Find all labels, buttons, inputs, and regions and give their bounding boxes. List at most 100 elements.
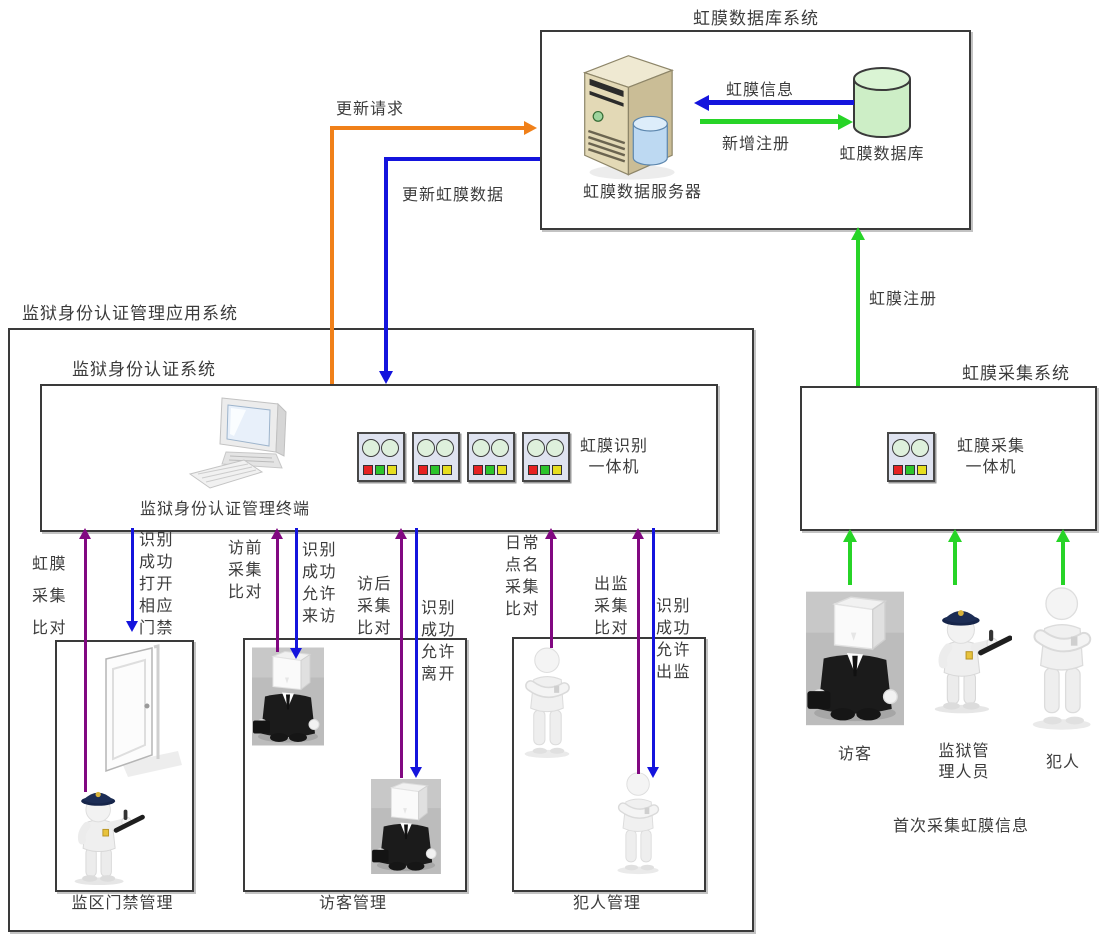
lens-icon bbox=[381, 439, 399, 457]
pre-visit-collect-arrowhead bbox=[271, 528, 283, 539]
lens-icon bbox=[472, 439, 490, 457]
staff-figure-icon bbox=[916, 584, 1012, 734]
iris-device-icon bbox=[467, 432, 515, 482]
iris-device-icon bbox=[357, 432, 405, 482]
update-request-arrowhead bbox=[524, 121, 537, 135]
allow-leave-label: 识别 成功 允许 离开 bbox=[421, 598, 457, 683]
allow-exit-arrowhead bbox=[647, 767, 659, 778]
allow-visit-arrowhead bbox=[290, 648, 302, 659]
lens-icon bbox=[362, 439, 380, 457]
lens-icon bbox=[892, 439, 910, 457]
open-door-label: 识别 成功 打开 相应 门禁 bbox=[139, 530, 175, 637]
prisoner-management-label: 犯人管理 bbox=[572, 893, 641, 912]
visitor-collect-arrow-line bbox=[848, 540, 852, 585]
iris-database-label: 虹膜数据库 bbox=[839, 144, 925, 163]
iris-data-server-label: 虹膜数据服务器 bbox=[582, 182, 702, 201]
collection-system-box bbox=[800, 386, 1097, 531]
update-iris-data-arrowhead bbox=[379, 371, 393, 384]
open-door-arrowhead bbox=[126, 621, 138, 632]
lens-icon bbox=[911, 439, 929, 457]
status-led bbox=[905, 465, 915, 475]
first-collection-caption: 首次采集虹膜信息 bbox=[893, 816, 1030, 835]
pre-visit-collect-arrow-line bbox=[276, 538, 279, 652]
new-registration-label: 新增注册 bbox=[722, 134, 791, 153]
allow-leave-arrow-line bbox=[415, 528, 418, 768]
prisoner-icon bbox=[608, 770, 670, 875]
exit-collect-arrow-line bbox=[637, 538, 640, 774]
iris-device-icon bbox=[522, 432, 570, 482]
status-led bbox=[917, 465, 927, 475]
new-registration-arrowhead bbox=[838, 114, 853, 130]
collection-system-title: 虹膜采集系统 bbox=[962, 364, 1070, 384]
iris-device-icon bbox=[412, 432, 460, 482]
status-led bbox=[442, 465, 452, 475]
status-led bbox=[387, 465, 397, 475]
update-iris-data-arrow-line-v bbox=[384, 157, 388, 372]
iris-data-server-icon bbox=[582, 55, 675, 180]
status-led bbox=[893, 465, 903, 475]
iris-recognition-device-label: 虹膜识别 一体机 bbox=[579, 436, 648, 476]
status-led bbox=[528, 465, 538, 475]
iris-collect-compare-arrowhead bbox=[79, 528, 91, 539]
update-request-arrow-line-h bbox=[330, 126, 526, 130]
officer-icon bbox=[56, 786, 146, 886]
status-led bbox=[430, 465, 440, 475]
prisoner-figure-icon bbox=[1022, 584, 1104, 731]
status-led bbox=[363, 465, 373, 475]
visitor-figure-label: 访客 bbox=[837, 744, 872, 763]
visitor-icon bbox=[370, 779, 442, 874]
post-visit-collect-label: 访后 采集 比对 bbox=[357, 574, 393, 637]
door-icon bbox=[105, 644, 182, 777]
lens-icon bbox=[417, 439, 435, 457]
terminal-icon bbox=[188, 397, 287, 489]
lens-icon bbox=[436, 439, 454, 457]
auth-system-title: 监狱身份认证系统 bbox=[72, 360, 216, 380]
visitor-management-label: 访客管理 bbox=[318, 893, 387, 912]
exit-collect-label: 出监 采集 比对 bbox=[594, 574, 630, 637]
open-door-arrow-line bbox=[131, 528, 134, 622]
lens-icon bbox=[546, 439, 564, 457]
rollcall-collect-arrow-line bbox=[550, 538, 553, 648]
iris-database-icon bbox=[853, 67, 911, 138]
collection-device-label: 虹膜采集 一体机 bbox=[956, 436, 1025, 476]
staff-figure-label: 监狱管 理人员 bbox=[938, 741, 990, 781]
iris-collect-compare-arrow-line bbox=[84, 538, 87, 792]
status-led bbox=[485, 465, 495, 475]
update-iris-data-label: 更新虹膜数据 bbox=[402, 185, 505, 204]
allow-exit-label: 识别 成功 允许 出监 bbox=[656, 596, 692, 681]
prisoner-figure-label: 犯人 bbox=[1045, 752, 1080, 771]
exit-collect-arrowhead bbox=[632, 528, 644, 539]
visitor-collect-arrowhead bbox=[843, 529, 857, 542]
visitor-figure-icon bbox=[806, 589, 904, 728]
allow-visit-arrow-line bbox=[295, 528, 298, 649]
database-system-title: 虹膜数据库系统 bbox=[693, 9, 819, 29]
terminal-label: 监狱身份认证管理终端 bbox=[139, 499, 310, 518]
status-led bbox=[497, 465, 507, 475]
visitor-icon bbox=[252, 647, 324, 746]
iris-registration-arrowhead bbox=[851, 227, 865, 240]
new-registration-arrow-line bbox=[700, 119, 840, 124]
lens-icon bbox=[491, 439, 509, 457]
prisoner-collect-arrow-line bbox=[1061, 540, 1065, 585]
rollcall-collect-arrowhead bbox=[545, 528, 557, 539]
post-visit-collect-arrowhead bbox=[395, 528, 407, 539]
iris-registration-label: 虹膜注册 bbox=[869, 289, 938, 308]
access-control-label: 监区门禁管理 bbox=[71, 893, 174, 912]
update-request-arrow-line-v bbox=[330, 126, 334, 384]
allow-visit-label: 识别 成功 允许 来访 bbox=[302, 540, 338, 625]
status-led bbox=[540, 465, 550, 475]
iris-info-label: 虹膜信息 bbox=[726, 80, 795, 99]
lens-icon bbox=[527, 439, 545, 457]
status-led bbox=[473, 465, 483, 475]
iris-collect-compare-label: 虹膜 采集 比对 bbox=[32, 554, 68, 637]
status-led bbox=[375, 465, 385, 475]
iris-registration-arrow-line bbox=[856, 238, 860, 386]
update-request-label: 更新请求 bbox=[336, 99, 405, 118]
update-iris-data-arrow-line-h bbox=[384, 157, 540, 161]
status-led bbox=[552, 465, 562, 475]
allow-leave-arrowhead bbox=[410, 767, 422, 778]
iris-info-arrow-line bbox=[706, 100, 854, 105]
rollcall-collect-label: 日常 点名 采集 比对 bbox=[505, 533, 541, 618]
allow-exit-arrow-line bbox=[652, 528, 655, 768]
